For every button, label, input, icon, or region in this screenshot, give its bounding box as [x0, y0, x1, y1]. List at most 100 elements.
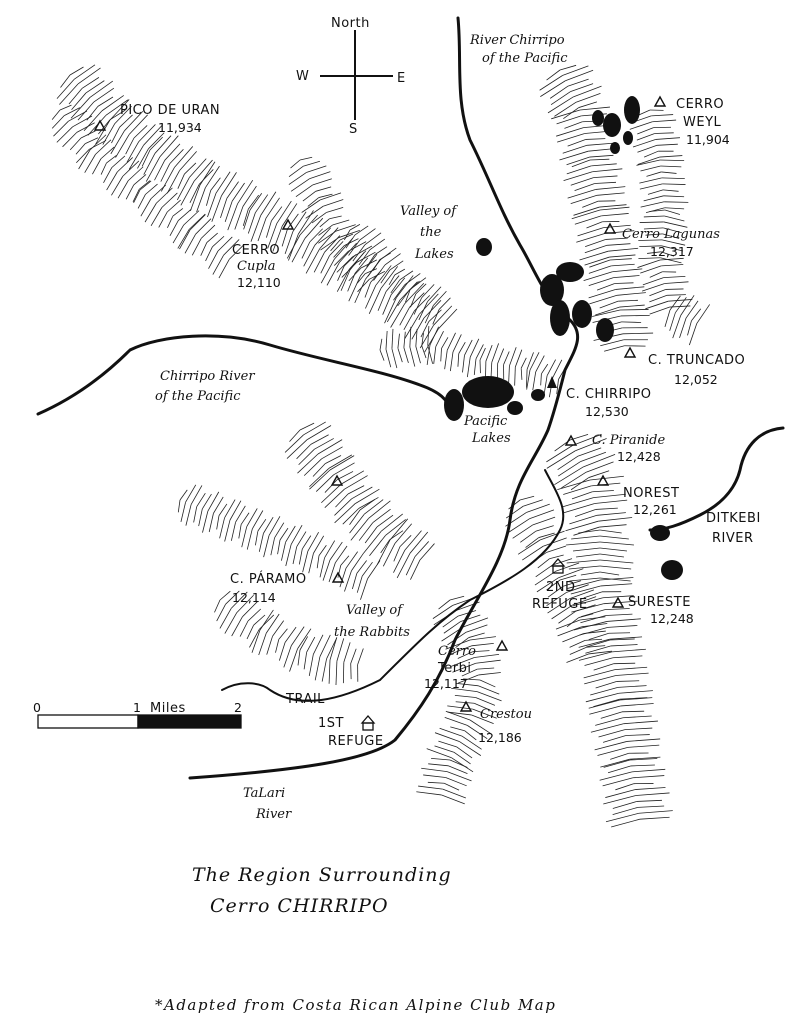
- hachure-stroke: [567, 78, 589, 87]
- hachure-stroke: [663, 275, 686, 279]
- hachure-stroke: [640, 265, 662, 274]
- hachure-stroke: [380, 266, 398, 289]
- hachure-stroke: [404, 283, 425, 304]
- hachure-stroke: [317, 439, 343, 455]
- hachure-stroke: [535, 355, 545, 373]
- refuge-icons: [360, 558, 566, 731]
- hachure-stroke: [101, 95, 124, 112]
- hachure-stroke: [150, 184, 166, 200]
- hachure-stroke: [619, 697, 653, 701]
- hachure-stroke: [309, 228, 323, 243]
- hachure-stroke: [687, 320, 692, 336]
- hachure-stroke: [580, 615, 607, 624]
- hachure-stroke: [368, 500, 391, 519]
- hachure-stroke: [460, 614, 481, 622]
- hachure-stroke: [590, 686, 618, 696]
- hachure-stroke: [472, 650, 490, 653]
- hachure-stroke: [128, 114, 148, 135]
- hachure-stroke: [585, 638, 603, 641]
- hachure-stroke: [404, 273, 421, 286]
- hachure-stroke: [326, 262, 340, 286]
- hachure-stroke: [299, 156, 313, 161]
- hachure-stroke: [649, 306, 670, 315]
- hachure-stroke: [356, 251, 376, 263]
- hachure-stroke: [207, 192, 217, 218]
- hachure-stroke: [589, 158, 610, 161]
- hachure-stroke: [578, 613, 594, 618]
- hachure-stroke: [643, 215, 665, 218]
- hachure-stroke: [546, 579, 561, 591]
- hachure-stroke: [411, 317, 425, 340]
- hachure-stroke: [336, 638, 345, 662]
- hachure-stroke: [570, 83, 594, 92]
- compass-east: E: [397, 71, 406, 86]
- hachure-stroke: [274, 522, 285, 539]
- hachure-stroke: [618, 299, 638, 302]
- hachure-stroke: [263, 516, 274, 534]
- hachure-stroke: [343, 642, 351, 663]
- hachure-stroke: [661, 264, 684, 267]
- hachure-stroke: [314, 656, 321, 681]
- hachure-stroke: [432, 605, 453, 619]
- hachure-stroke: [599, 206, 630, 211]
- hachure-stroke: [385, 275, 400, 292]
- hachure-stroke: [365, 268, 378, 274]
- hachure-stroke: [348, 267, 362, 282]
- hachure-stroke: [464, 339, 473, 356]
- hachure-stroke: [298, 548, 303, 565]
- hachure-stroke: [664, 207, 685, 210]
- hachure-stroke: [399, 270, 414, 281]
- hachure-stroke: [450, 645, 472, 655]
- hachure-stroke: [474, 653, 500, 658]
- hachure-stroke: [552, 359, 563, 378]
- hachure-stroke: [270, 537, 275, 556]
- hachure-stroke: [614, 666, 648, 670]
- hachure-stroke: [354, 257, 369, 274]
- hachure-stroke: [579, 106, 610, 111]
- hachure-stroke: [354, 225, 369, 236]
- hachure-stroke: [427, 326, 430, 346]
- peak-paramo-elev: 12,114: [232, 590, 276, 605]
- hachure-stroke: [566, 541, 601, 546]
- hachure-stroke: [640, 165, 661, 172]
- hachure-stroke: [321, 484, 342, 504]
- hachure-stroke: [228, 244, 245, 260]
- peak-lagunas-name: Cerro Lagunas: [622, 227, 720, 242]
- hachure-stroke: [366, 254, 376, 268]
- hachure-stroke: [570, 194, 598, 205]
- hachure-stroke: [547, 598, 570, 614]
- hachure-stroke: [529, 509, 555, 520]
- hachure-stroke: [279, 527, 289, 541]
- hachure-stroke: [125, 184, 135, 200]
- hachure-stroke: [620, 314, 650, 317]
- hachure-stroke: [56, 126, 73, 143]
- hachure-stroke: [420, 321, 430, 338]
- hachure-stroke: [297, 649, 301, 666]
- hachure-stroke: [109, 99, 130, 121]
- hachure-stroke: [390, 303, 406, 328]
- hachure-stroke: [247, 608, 262, 622]
- hachure-stroke: [512, 524, 533, 539]
- hachure-stroke: [413, 297, 423, 315]
- hachure-stroke: [217, 236, 233, 252]
- hachure-stroke: [212, 235, 225, 248]
- hachure-stroke: [391, 328, 394, 349]
- hachure-stroke: [310, 434, 329, 445]
- hachure-stroke: [251, 629, 261, 653]
- hachure-stroke: [214, 599, 221, 613]
- label-refuge-1-line2: REFUGE: [328, 734, 384, 749]
- hachure-stroke: [219, 608, 232, 629]
- scale-zero: 0: [33, 700, 41, 715]
- hachure-stroke: [431, 757, 451, 761]
- hachure-stroke: [290, 626, 305, 646]
- hachure-stroke: [143, 153, 156, 175]
- peak-pico-de-uran-name: PICO DE URAN: [120, 103, 220, 118]
- label-pacific-lakes-1: Pacific: [463, 414, 508, 429]
- hachure-stroke: [646, 171, 662, 177]
- hachure-stroke: [328, 659, 331, 684]
- hachure-stroke: [554, 101, 577, 117]
- hachure-stroke: [595, 507, 618, 510]
- hachure-stroke: [372, 508, 391, 524]
- hachure-stroke: [662, 233, 680, 239]
- hachure-stroke: [567, 139, 587, 147]
